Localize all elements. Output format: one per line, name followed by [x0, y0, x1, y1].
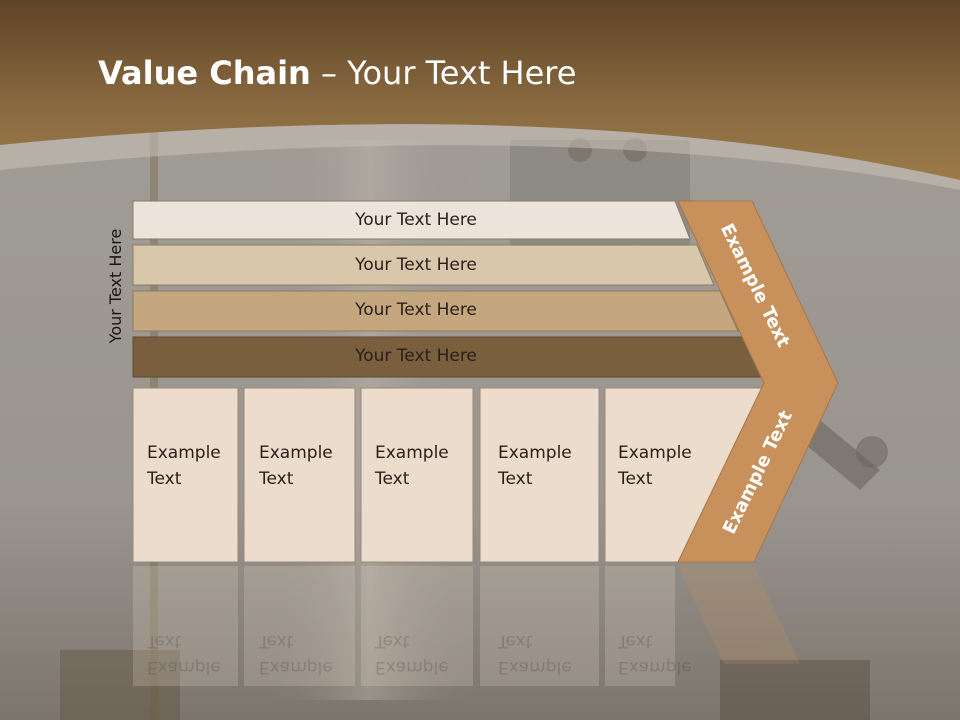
row-label-2: Your Text Here — [355, 255, 477, 275]
row-band-2 — [132, 244, 715, 286]
activity-box-4 — [479, 387, 600, 563]
row-label-4: Your Text Here — [355, 346, 477, 366]
margin-chevron — [677, 200, 839, 563]
reflection-group — [133, 566, 800, 686]
slide-title: Value Chain – Your Text Here — [98, 54, 577, 92]
row-band-1 — [132, 200, 691, 240]
row-band-3 — [132, 290, 739, 332]
row-label-1: Your Text Here — [355, 210, 477, 230]
activity-box-1 — [132, 387, 239, 563]
activity-box-3 — [360, 387, 474, 563]
row-label-3: Your Text Here — [355, 300, 477, 320]
activity-box-2 — [243, 387, 356, 563]
